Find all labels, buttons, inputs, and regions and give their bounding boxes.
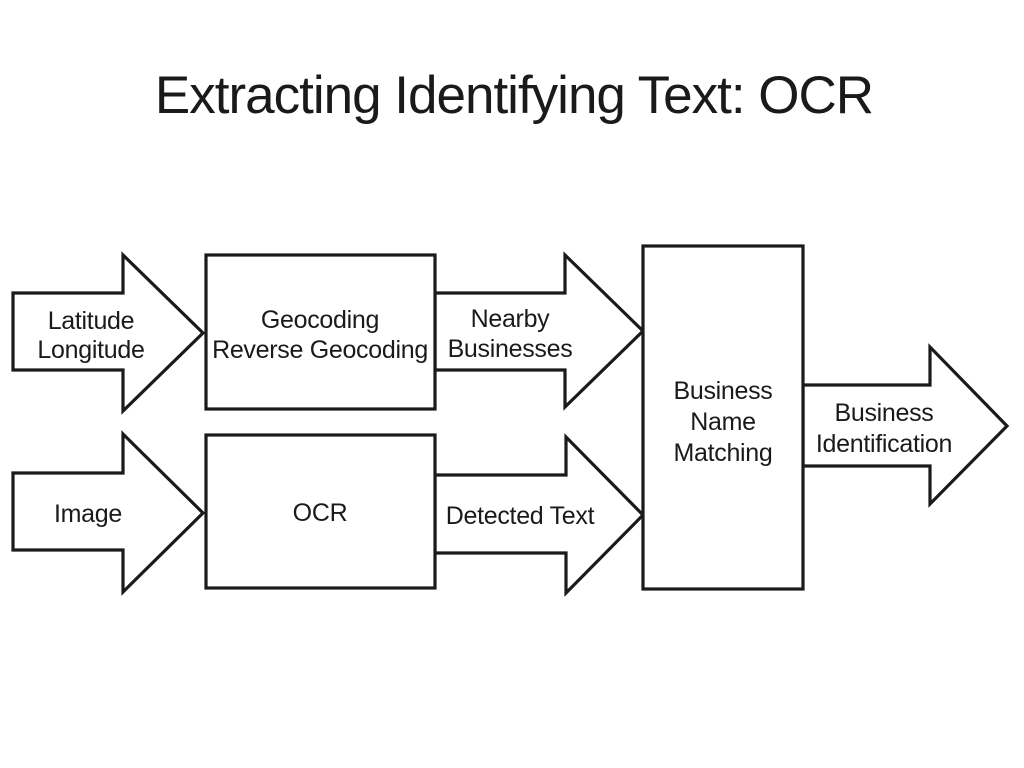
block-arrow-shape [433, 433, 646, 597]
business-identification-arrow: Business Identification [801, 343, 1010, 508]
ocr-box: OCR [204, 433, 437, 590]
block-arrow-shape [801, 343, 1010, 508]
latitude-longitude-arrow: Latitude Longitude [11, 251, 206, 415]
process-box-shape [204, 253, 437, 411]
block-arrow-shape [433, 251, 646, 411]
geocoding-box: Geocoding Reverse Geocoding [204, 253, 437, 411]
box-label-line: Geocoding [261, 306, 379, 334]
arrow-label-line: Longitude [37, 336, 144, 364]
box-label-line: Reverse Geocoding [212, 336, 428, 364]
block-arrow-shape [11, 251, 206, 415]
process-box-shape [641, 244, 805, 591]
arrow-label-line: Nearby [471, 305, 551, 333]
arrow-label-line: Image [54, 500, 122, 528]
arrow-label-line: Detected Text [446, 502, 595, 530]
arrow-label-line: Identification [816, 430, 952, 458]
arrow-label-line: Business [834, 399, 933, 427]
nearby-businesses-arrow: Nearby Businesses [433, 251, 646, 411]
box-label-line: Matching [673, 439, 772, 467]
arrow-label-line: Latitude [48, 307, 135, 335]
business-name-matching-box: Business Name Matching [641, 244, 805, 591]
box-label-line: OCR [293, 499, 348, 527]
process-box-shape [204, 433, 437, 590]
arrow-label-line: Businesses [448, 335, 573, 363]
image-arrow: Image [11, 430, 206, 596]
slide-title: Extracting Identifying Text: OCR [155, 66, 873, 125]
detected-text-arrow: Detected Text [433, 433, 646, 597]
box-label-line: Business [673, 377, 772, 405]
box-label-line: Name [690, 408, 756, 436]
block-arrow-shape [11, 430, 206, 596]
